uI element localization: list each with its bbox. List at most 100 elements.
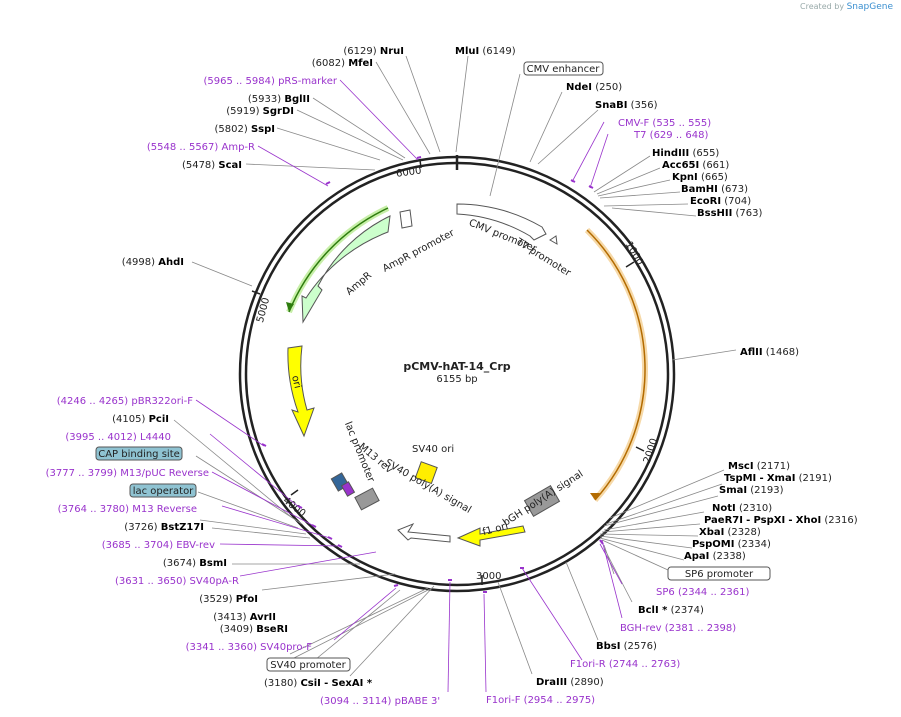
primer-sv40pro-f: (3341 .. 3360) SV40pro-F xyxy=(186,642,313,653)
lac-operator-label: lac operator xyxy=(133,486,194,497)
tick-2000: 2000 xyxy=(642,437,660,465)
t7-promoter-label: T7 promoter xyxy=(513,236,573,279)
site-pspomi: PspOMI (2334) xyxy=(692,539,771,550)
t7-promoter-arrow xyxy=(549,235,558,245)
site-bstz17i: (3726) BstZ17I xyxy=(124,522,204,533)
sv40-ori-label: SV40 ori xyxy=(412,444,454,455)
primer-f1ori-f: F1ori-F (2954 .. 2975) xyxy=(486,695,595,706)
tick-1000-mark xyxy=(625,261,635,268)
ori-label: ori xyxy=(289,374,303,389)
tick-marks xyxy=(251,159,645,585)
site-mfei: (6082) MfeI xyxy=(312,58,373,69)
cap-binding-tag: CAP binding site xyxy=(95,446,183,461)
site-avrii: (3413) AvrII xyxy=(213,612,276,623)
ampr-promoter-arrow xyxy=(399,209,413,229)
site-tspmi-xmai: TspMI - XmaI (2191) xyxy=(724,473,832,484)
site-paer7i-pspxi-xhoi: PaeR7I - PspXI - XhoI (2316) xyxy=(704,515,858,526)
site-bsshii: BssHII (763) xyxy=(697,208,763,219)
tick-5000-mark xyxy=(251,290,261,295)
tick-1000: 1000 xyxy=(623,240,645,268)
site-snabi: SnaBI (356) xyxy=(595,100,658,111)
primer-bgh-rev: BGH-rev (2381 .. 2398) xyxy=(620,623,736,634)
sv40-polya-arrow xyxy=(397,522,451,543)
tick-5000: 5000 xyxy=(255,296,272,323)
site-kpni: KpnI (665) xyxy=(672,172,728,183)
ampr-gene-arrow xyxy=(301,215,391,324)
primer-cmv-f: CMV-F (535 .. 555) xyxy=(618,118,711,129)
site-msci: MscI (2171) xyxy=(728,461,790,472)
sv40-promoter-label: SV40 promoter xyxy=(270,660,346,671)
bgh-polya-box xyxy=(523,485,561,517)
site-aflii: AflII (1468) xyxy=(740,347,799,358)
site-acc65i: Acc65I (661) xyxy=(662,160,729,171)
primer-pbabe: (3094 .. 3114) pBABE 3' xyxy=(320,696,440,707)
m13-rev-box xyxy=(340,481,356,497)
orange-arc-halo xyxy=(584,227,648,503)
site-hindiii: HindIII (655) xyxy=(652,148,719,159)
plasmid-size: 6155 bp xyxy=(436,374,477,385)
primer-sp6: SP6 (2344 .. 2361) xyxy=(656,587,749,598)
primer-pbr322: (4246 .. 4265) pBR322ori-F xyxy=(57,396,193,407)
cmv-enhancer-tag: CMV enhancer xyxy=(523,61,604,76)
site-apai: ApaI (2338) xyxy=(684,551,746,562)
site-sspi: (5802) SspI xyxy=(215,124,276,135)
plasmid-name: pCMV-hAT-14_Crp xyxy=(403,360,510,373)
site-bcli: BclI * (2374) xyxy=(638,605,704,616)
site-bglii: (5933) BglII xyxy=(248,94,310,105)
orange-arc-arrow xyxy=(590,493,600,500)
orange-arc xyxy=(586,229,646,501)
primer-t7: T7 (629 .. 648) xyxy=(633,130,708,141)
primer-markers xyxy=(261,156,604,593)
primer-f1ori-r: F1ori-R (2744 .. 2763) xyxy=(570,659,680,670)
green-arc xyxy=(288,207,389,313)
snapgene-credit: Created by SnapGene xyxy=(800,2,893,12)
primer-amp-r: (5548 .. 5567) Amp-R xyxy=(147,142,255,153)
site-pfoi: (3529) PfoI xyxy=(199,594,258,605)
tick-6000-mark xyxy=(419,159,422,169)
site-nrui: (6129) NruI xyxy=(343,46,404,57)
tick-2000-mark xyxy=(635,446,645,452)
site-bsmi: (3674) BsmI xyxy=(163,558,227,569)
primer-ebv-rev: (3685 .. 3704) EBV-rev xyxy=(102,540,215,551)
ori-arrow xyxy=(287,345,315,438)
bgh-polya-label: bGH poly(A) signal xyxy=(501,469,585,529)
tick-6000: 6000 xyxy=(395,165,422,179)
site-bbsi: BbsI (2576) xyxy=(596,641,657,652)
sv40-ori-box xyxy=(414,461,438,485)
site-bamhi: BamHI (673) xyxy=(681,184,748,195)
site-csii: (3180) CsiI - SexAI * xyxy=(264,678,373,689)
lac-operator-tag: lac operator xyxy=(129,483,197,498)
cap-binding-label: CAP binding site xyxy=(98,449,180,460)
ampr-promoter-label: AmpR promoter xyxy=(381,227,457,274)
tick-3000: 3000 xyxy=(476,571,501,582)
site-draiii: DraIII (2890) xyxy=(536,677,604,688)
f1-ori-arrow xyxy=(456,525,526,547)
ampr-label: AmpR xyxy=(344,270,374,298)
sp6-promoter-label: SP6 promoter xyxy=(685,569,754,580)
primer-sv40pa-r: (3631 .. 3650) SV40pA-R xyxy=(115,576,239,587)
site-leaders xyxy=(173,55,737,677)
sp6-promoter-tag: SP6 promoter xyxy=(667,566,771,581)
tick-4000-mark xyxy=(290,489,299,496)
site-noti: NotI (2310) xyxy=(712,503,772,514)
primer-m13-reverse: (3764 .. 3780) M13 Reverse xyxy=(58,504,197,515)
site-ahdi: (4998) AhdI xyxy=(122,257,184,268)
site-ndei: NdeI (250) xyxy=(566,82,622,93)
site-ecori: EcoRI (704) xyxy=(690,196,751,207)
cmv-promoter-arrow xyxy=(456,203,547,241)
site-xbai: XbaI (2328) xyxy=(699,527,761,538)
primer-prs-marker: (5965 .. 5984) pRS-marker xyxy=(203,76,337,87)
site-scai: (5478) ScaI xyxy=(182,160,242,171)
primer-leaders xyxy=(195,79,623,693)
snapgene-brand: SnapGene xyxy=(846,2,893,12)
credit-prefix: Created by xyxy=(800,2,845,11)
primer-m13-puc: (3777 .. 3799) M13/pUC Reverse xyxy=(46,468,209,479)
site-smai: SmaI (2193) xyxy=(719,485,784,496)
sv40-promoter-tag: SV40 promoter xyxy=(266,657,351,672)
site-bseri: (3409) BseRI xyxy=(220,624,288,635)
primer-l4440: (3995 .. 4012) L4440 xyxy=(65,432,171,443)
cmv-enhancer-label: CMV enhancer xyxy=(527,64,601,75)
site-pcii: (4105) PciI xyxy=(112,414,169,425)
sv40-polya-box xyxy=(354,487,380,511)
